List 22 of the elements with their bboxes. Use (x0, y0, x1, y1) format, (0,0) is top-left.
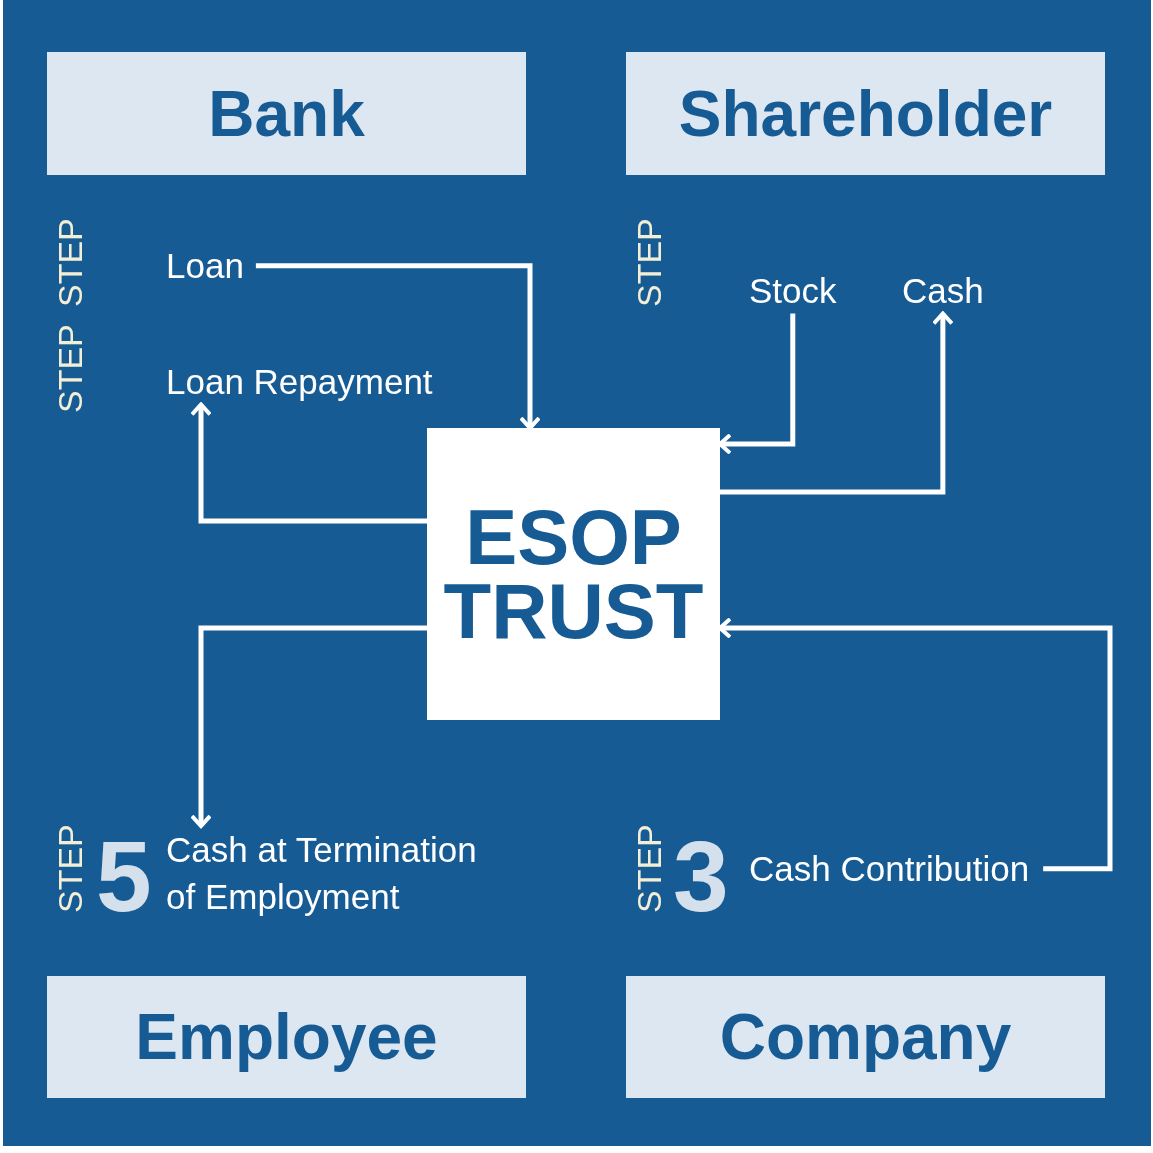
step-number: 5 (96, 826, 152, 926)
trust-box: ESOP TRUST (427, 428, 720, 720)
step-label: STEP (53, 324, 87, 413)
step-description: Cash at Termination of Employment (166, 826, 506, 921)
arrow (720, 311, 954, 495)
step-label: STEP (632, 824, 666, 913)
step-number: 3 (673, 826, 729, 926)
step-description: Cash Contribution (749, 846, 1044, 892)
entity-box: Employee (47, 976, 526, 1098)
arrow (190, 402, 427, 524)
step-label: STEP (632, 218, 666, 307)
entity-box: Bank (47, 52, 526, 175)
arrow (255, 263, 541, 430)
step-label: STEP (53, 218, 87, 307)
flow-label: Stock (749, 268, 837, 314)
entity-box: Shareholder (626, 52, 1105, 175)
flow-label: Loan (166, 243, 256, 289)
arrow (190, 625, 427, 828)
step-label: STEP (53, 824, 87, 913)
flow-label: Cash (902, 268, 984, 314)
entity-box: Company (626, 976, 1105, 1098)
flow-label: Loan Repayment (166, 359, 433, 405)
